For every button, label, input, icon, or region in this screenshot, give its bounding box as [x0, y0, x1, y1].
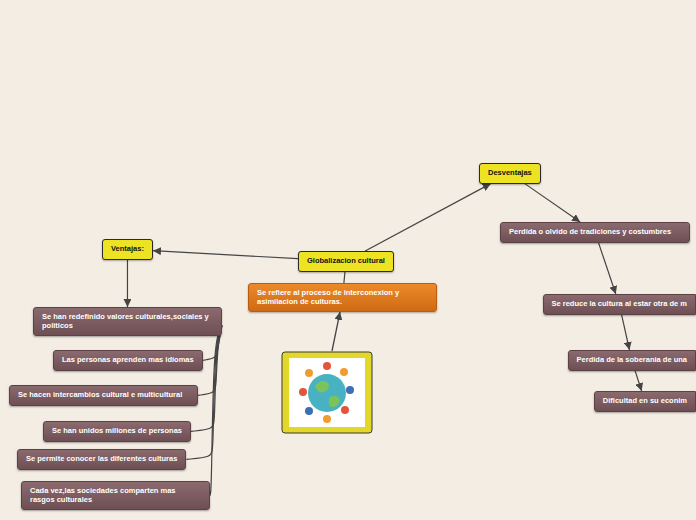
connector: [127, 260, 128, 307]
idea-box: Perdida de la soberania de una: [568, 350, 696, 371]
globe-picture: [282, 352, 372, 433]
idea-box: Se han unidos millones de personas: [43, 421, 191, 442]
idea-box: Cada vez,las sociedades comparten mas ra…: [21, 481, 210, 510]
topic-box: Globalizacion cultural: [298, 251, 394, 272]
node-text: Se refiere al proceso de interconexion y…: [257, 289, 428, 306]
idea-box: Se han redefinido valores culturales,soc…: [33, 307, 222, 336]
node-text: Ventajas:: [111, 245, 144, 254]
node-text: Las personas aprenden mas idiomas: [62, 356, 194, 365]
connector: [598, 243, 615, 294]
node-text: Perdida de la soberania de una: [577, 356, 687, 365]
node-text: Se reduce la cultura al estar otra de m: [552, 300, 687, 309]
node-text: Se han redefinido valores culturales,soc…: [42, 313, 213, 330]
node-text: Se permite conocer las diferentes cultur…: [26, 455, 177, 464]
node-text: Desventajas: [488, 169, 532, 178]
connector: [525, 184, 580, 222]
branch-box: Desventajas: [479, 163, 541, 184]
node-text: Se han unidos millones de personas: [52, 427, 182, 436]
node-text: Perdida o olvido de tradiciones y costum…: [509, 228, 681, 237]
node-text: Dificultad en su econim: [603, 397, 687, 406]
idea-box: Se reduce la cultura al estar otra de m: [543, 294, 696, 315]
connector: [153, 251, 298, 259]
node-text: Se hacen intercambios cultural e multicu…: [18, 391, 189, 400]
branch-box: Ventajas:: [102, 239, 153, 260]
node-text: Cada vez,las sociedades comparten mas ra…: [30, 487, 201, 504]
connector: [365, 184, 491, 251]
idea-box: Las personas aprenden mas idiomas: [53, 350, 203, 371]
connector: [622, 315, 630, 350]
connector: [210, 326, 222, 496]
idea-box: Se hacen intercambios cultural e multicu…: [9, 385, 198, 406]
idea-box: Dificultad en su econim: [594, 391, 696, 412]
connector: [635, 371, 642, 391]
node-text: Globalizacion cultural: [307, 257, 385, 266]
connector: [344, 272, 345, 283]
idea-box: Se permite conocer las diferentes cultur…: [17, 449, 186, 470]
picture-arrow: [332, 312, 340, 351]
definition-box: Se refiere al proceso de interconexion y…: [248, 283, 437, 312]
idea-box: Perdida o olvido de tradiciones y costum…: [500, 222, 690, 243]
